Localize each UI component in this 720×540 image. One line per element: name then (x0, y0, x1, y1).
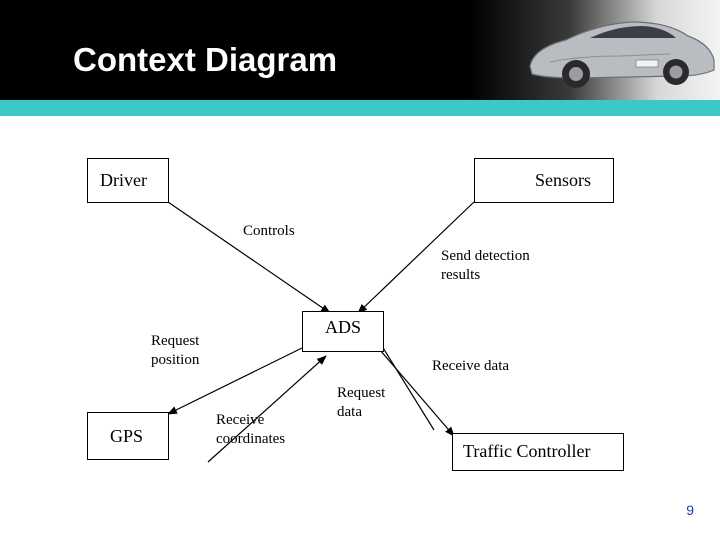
page-number: 9 (686, 502, 694, 518)
arrow-sensors-to-ads (357, 201, 475, 314)
flow-label-request-position: Request position (151, 333, 200, 368)
entity-label: Driver (100, 170, 147, 190)
entity-driver: Driver (87, 158, 169, 203)
arrow-ads-to-gps (167, 347, 303, 415)
arrow-gps-to-ads (207, 355, 327, 463)
sports-car-image (529, 21, 715, 88)
slide-title: Context Diagram (73, 41, 338, 78)
entity-ads: ADS (302, 311, 384, 352)
entity-label: Sensors (534, 170, 591, 190)
flow-label-controls: Controls (243, 223, 295, 239)
arrow-driver-to-ads (167, 201, 331, 314)
flow-label-receive-coordinates: Receive coordinates (216, 412, 286, 447)
flow-label-request-data: Request data (337, 385, 386, 420)
arrow-ads-to-tc (379, 349, 455, 437)
entity-label: ADS (325, 317, 362, 337)
entity-traffic-controller: Traffic Controller (452, 433, 624, 471)
slide-header: Context Diagram (0, 0, 720, 100)
accent-bar (0, 100, 720, 116)
entity-sensors: Sensors (474, 158, 614, 203)
entity-gps: GPS (87, 412, 169, 460)
entity-label: Traffic Controller (463, 441, 591, 461)
flow-label-send-detection: Send detection results (441, 248, 530, 283)
entity-label: GPS (110, 426, 144, 446)
flow-label-receive-data: Receive data (432, 358, 510, 374)
